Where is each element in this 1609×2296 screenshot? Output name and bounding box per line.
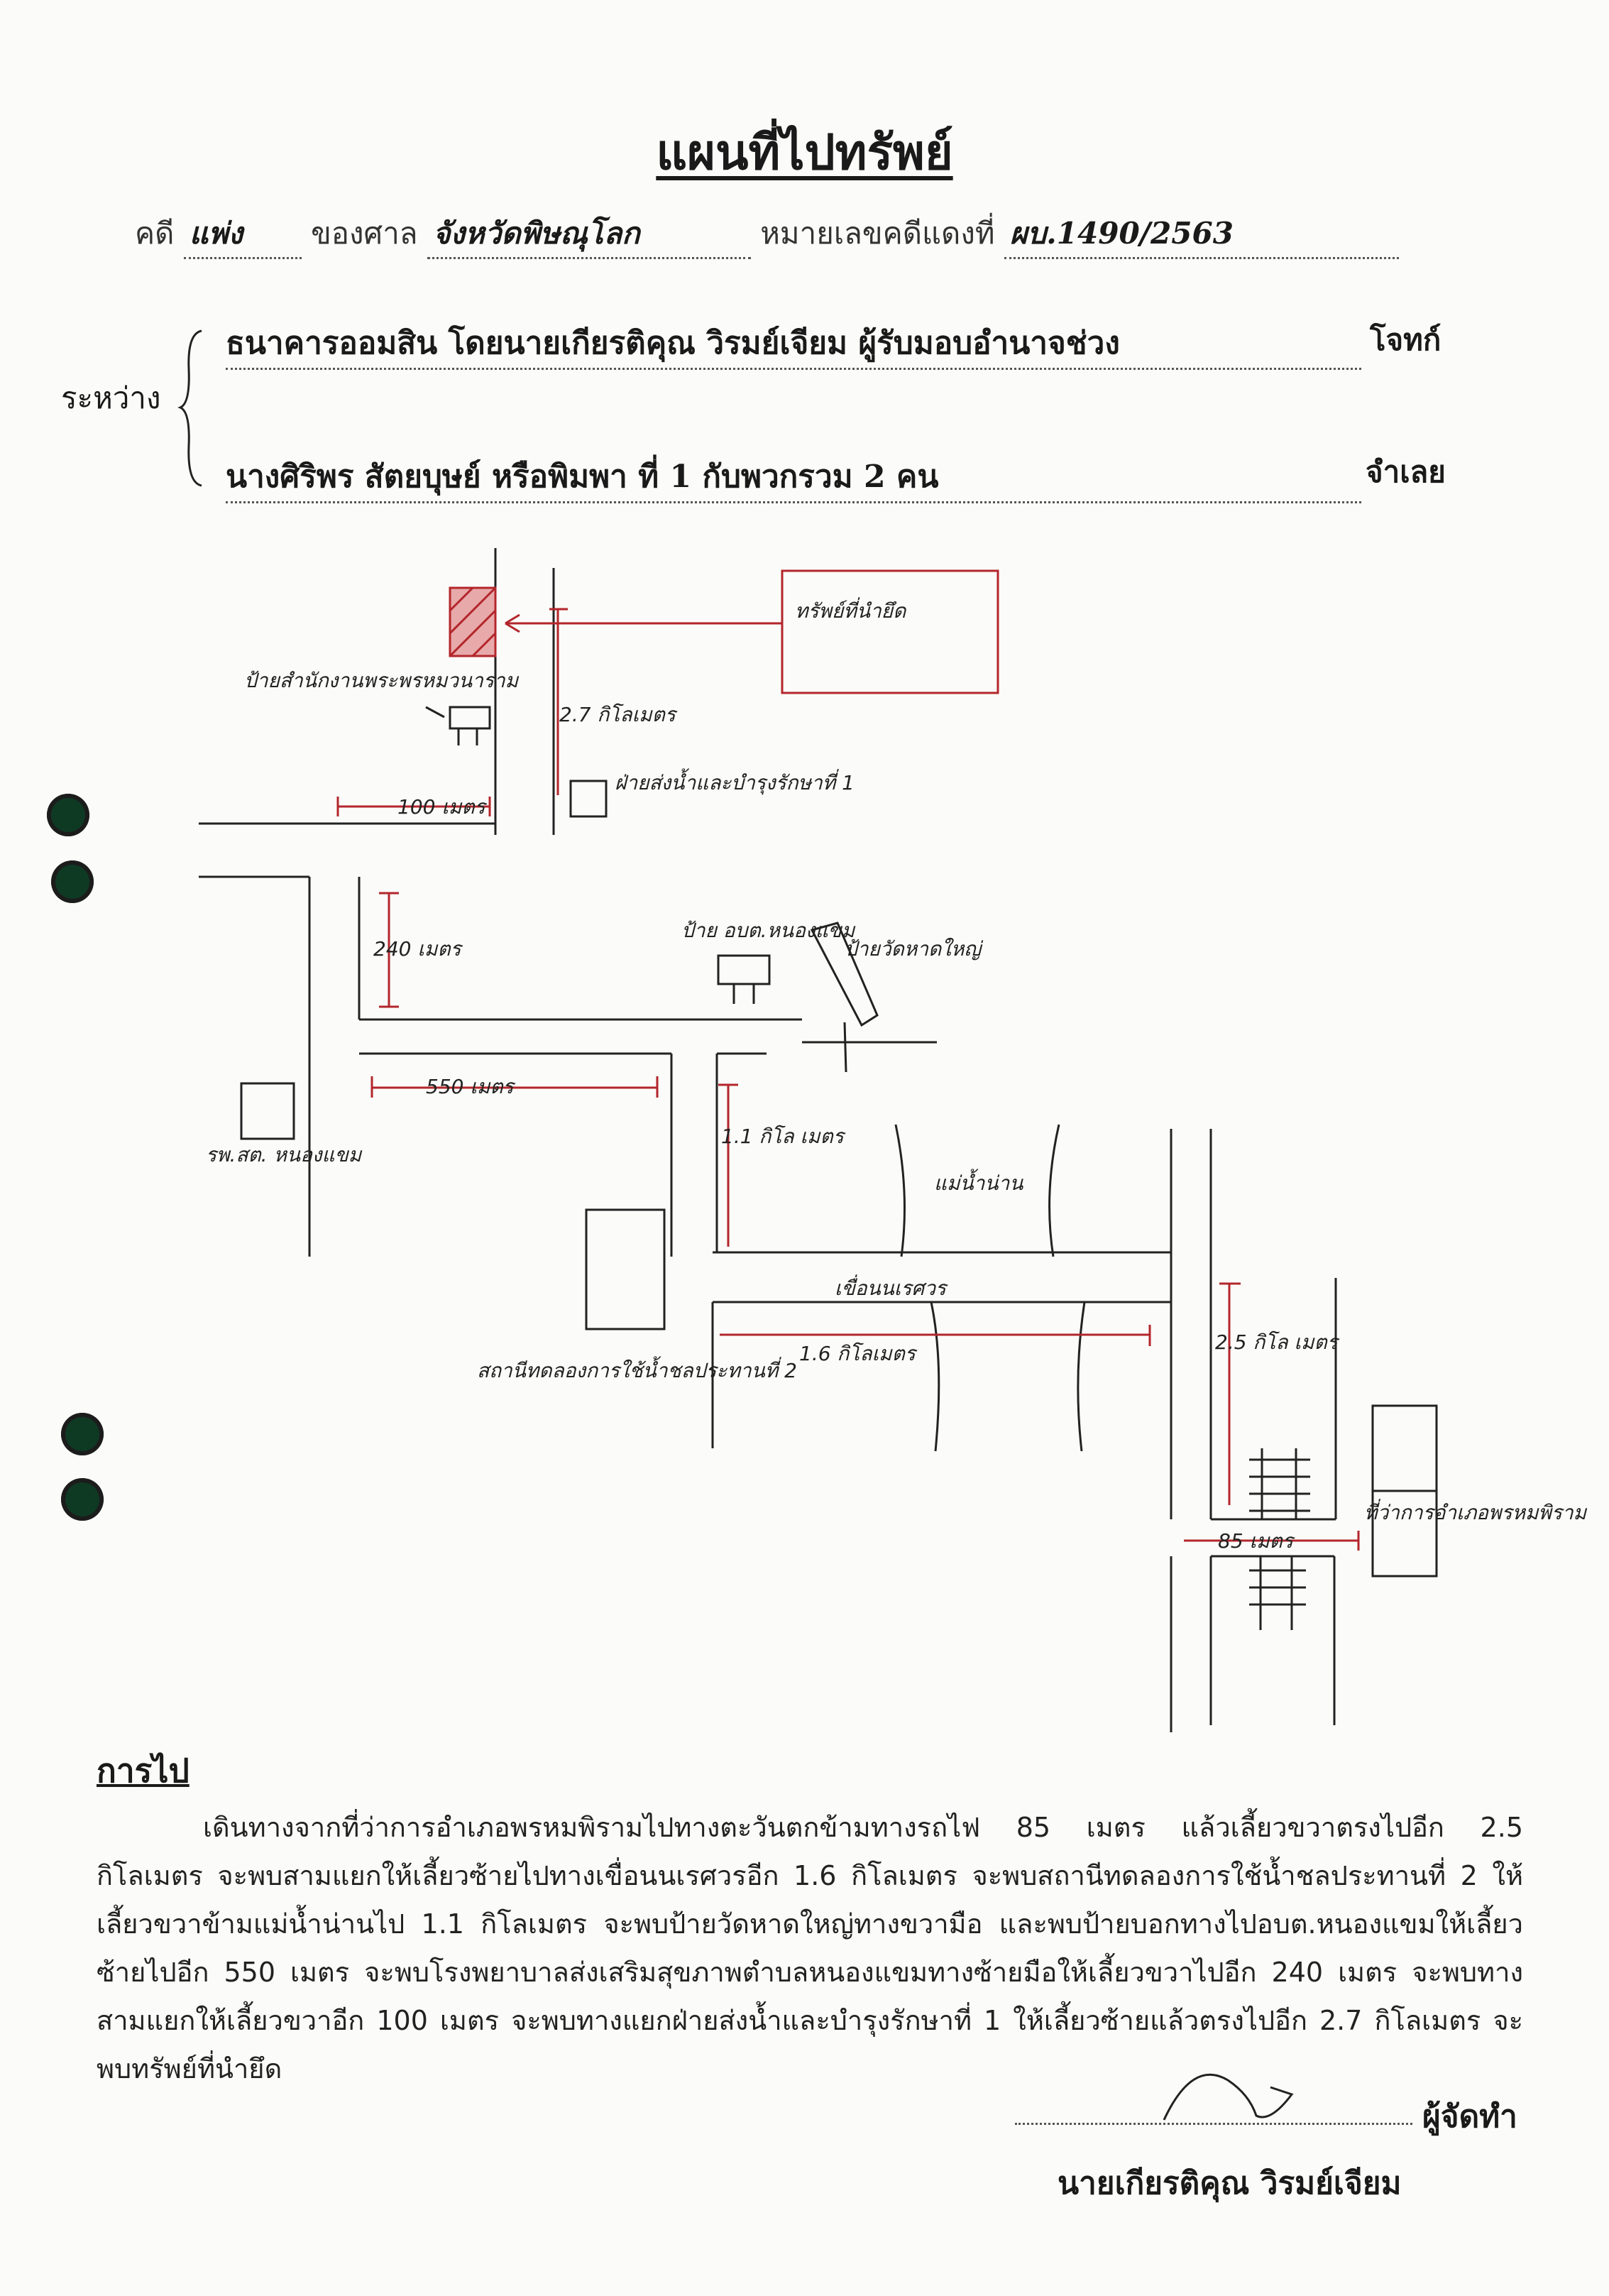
map-label-hospital: รพ.สต. หนองแขม [206,1143,363,1166]
map-label-dist-11: 1.1 กิโล เมตร [721,1125,846,1148]
case-no-prefix: หมายเลขคดีแดงที่ [760,216,995,251]
property-parcel [336,569,1360,1551]
punch-hole [61,1413,104,1455]
map-label-dist-25: 2.5 กิโล เมตร [1215,1330,1340,1354]
map-label-test-station: สถานีทดลองการใช้น้ำชลประทานที่ 2 [477,1356,797,1382]
signature-role: ผู้จัดทำ [1422,2099,1517,2135]
punch-hole [61,1478,104,1521]
signature-line [1015,2123,1412,2125]
page-title: แผนที่ไปทรัพย์ [656,124,953,181]
map-label-irrigation: ฝ่ายส่งน้ำและบำรุงรักษาที่ 1 [615,768,855,795]
map-label-dist-100: 100 เมตร [397,795,488,819]
punch-hole [51,860,94,903]
case-line: คดี แพ่ง ของศาล จังหวัดพิษณุโลก หมายเลขค… [135,210,1399,259]
map-label-dist-27: 2.7 กิโลเมตร [559,703,678,726]
map-label-sign-obt: ป้าย อบต.หนองแขม [681,919,856,942]
map-label-dist-550: 550 เมตร [426,1075,516,1098]
map-label-property: ทรัพย์ที่นำยึด [795,597,907,623]
case-number: ผบ.1490/2563 [1004,210,1399,259]
signature-mark [1163,2073,1294,2121]
hand-drawn-map: ทรัพย์ที่นำยึด ป้ายสำนักงานพระพรหมวนาราม… [199,548,1588,1732]
directions-text: เดินทางจากที่ว่าการอำเภอพรหมพิรามไปทางตะ… [97,1812,1523,2084]
map-label-dist-240: 240 เมตร [373,937,463,961]
defendant-role: จำเลย [1366,454,1446,489]
case-type: แพ่ง [183,210,302,259]
party-brace [177,329,202,487]
map-label-dist-85: 85 เมตร [1218,1529,1295,1553]
case-prefix: คดี [135,216,175,251]
signature-name: นายเกียรติคุณ วิรมย์เจียม [1058,2165,1402,2202]
directions-heading: การไป [97,1751,190,1790]
plaintiff-name: ธนาคารออมสิน โดยนายเกียรติคุณ วิรมย์เจีย… [226,318,1361,370]
map-label-district-office: ที่ว่าการอำเภอพรหมพิราม [1364,1499,1588,1524]
court-name: จังหวัดพิษณุโลก [427,210,751,259]
map-label-nan-river: แม่น้ำน่าน [934,1169,1023,1195]
plaintiff-role: โจทก์ [1370,322,1441,357]
between-label: ระหว่าง [61,381,161,415]
map-label-dam: เขื่อนนเรศวร [835,1274,948,1300]
court-prefix: ของศาล [311,216,418,251]
map-label-community-sign: ป้ายสำนักงานพระพรหมวนาราม [244,669,520,692]
punch-hole [47,794,89,836]
map-label-dist-16: 1.6 กิโลเมตร [799,1342,918,1365]
defendant-name: นางศิริพร สัตยบุษย์ หรือพิมพา ที่ 1 กับพ… [226,452,1361,503]
map-label-sign-temple: ป้ายวัดหาดใหญ่ [845,937,984,961]
